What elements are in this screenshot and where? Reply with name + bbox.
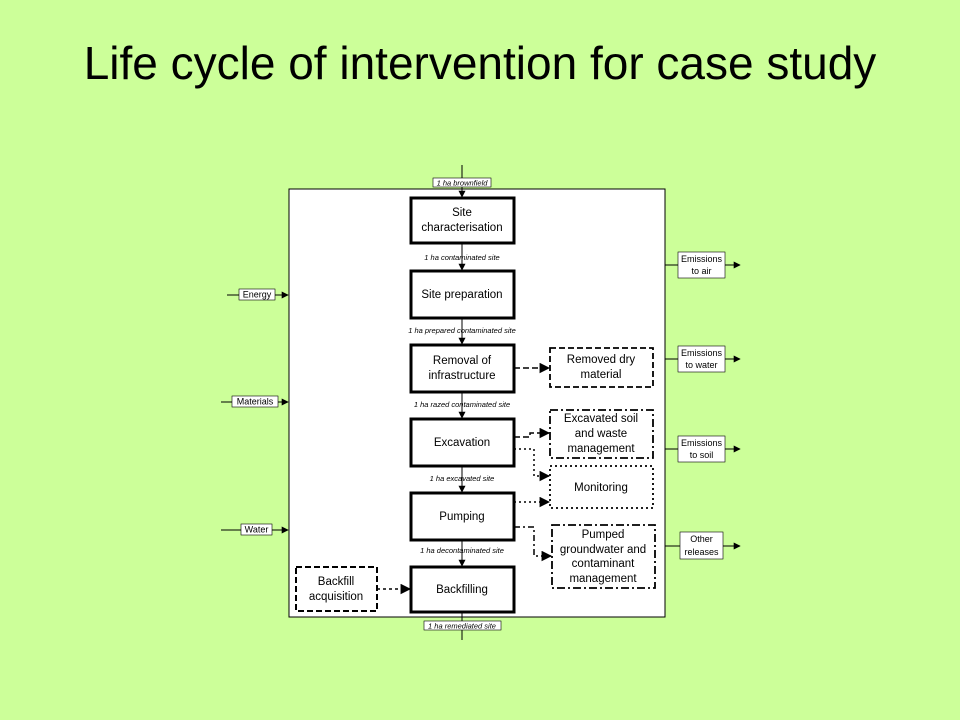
output-label: Monitoring — [574, 482, 628, 494]
process-label: Removal of — [433, 355, 492, 367]
output-label: Pumped — [582, 529, 625, 541]
process-label: infrastructure — [428, 370, 495, 382]
connector-pumping-to-groundwater — [514, 526, 553, 562]
flow-label-excavated: 1 ha excavated site — [430, 474, 495, 483]
emission-label: Emissions — [681, 438, 723, 448]
emission-label: Emissions — [681, 254, 723, 264]
process-site-characterisation — [409, 196, 516, 245]
output-label: management — [567, 443, 635, 455]
slide-title: Life cycle of intervention for case stud… — [83, 37, 877, 89]
process-site-preparation — [409, 269, 516, 320]
emission-label: to air — [691, 266, 711, 276]
output-label: Excavated soil — [564, 413, 638, 425]
process-backfilling — [409, 565, 516, 614]
connector-excavation-to-soil — [514, 427, 551, 439]
output-removed-dry-material — [549, 347, 654, 388]
process-removal-of-infrastructure — [409, 343, 516, 394]
input-water-label: Water — [245, 525, 269, 535]
flow-label-remediated: 1 ha remediated site — [428, 622, 496, 631]
emission-label: Emissions — [681, 348, 723, 358]
process-label: Site — [452, 207, 472, 219]
output-label: Removed dry — [567, 354, 636, 366]
process-backfill-acquisition — [295, 566, 378, 612]
process-label: Pumping — [439, 511, 484, 523]
input-energy-label: Energy — [243, 290, 272, 300]
process-label: characterisation — [421, 222, 502, 234]
emission-label: to water — [685, 360, 717, 370]
flow-label-razed: 1 ha razed contaminated site — [414, 400, 510, 409]
process-pumping — [409, 491, 516, 542]
process-label: acquisition — [309, 591, 363, 603]
output-label: groundwater and — [560, 544, 646, 556]
flow-label-prepared: 1 ha prepared contaminated site — [408, 326, 516, 335]
process-excavation — [409, 417, 516, 468]
output-label: management — [569, 573, 637, 585]
flow-label-brownfield: 1 ha brownfield — [437, 179, 489, 188]
flow-label-decontaminated: 1 ha decontaminated site — [420, 546, 504, 555]
output-label: contaminant — [572, 558, 635, 570]
process-label: Excavation — [434, 437, 490, 449]
emission-label: Other — [690, 534, 713, 544]
process-label: Site preparation — [421, 289, 502, 301]
output-label: and waste — [575, 428, 627, 440]
process-label: Backfilling — [436, 584, 488, 596]
flow-label-contaminated: 1 ha contaminated site — [424, 253, 499, 262]
emission-label: to soil — [690, 450, 714, 460]
process-label: Backfill — [318, 576, 354, 588]
input-materials-label: Materials — [237, 397, 274, 407]
connector-excavation-to-monitoring — [514, 448, 551, 482]
output-label: material — [581, 369, 622, 381]
output-monitoring — [549, 465, 654, 509]
emission-label: releases — [684, 547, 719, 557]
